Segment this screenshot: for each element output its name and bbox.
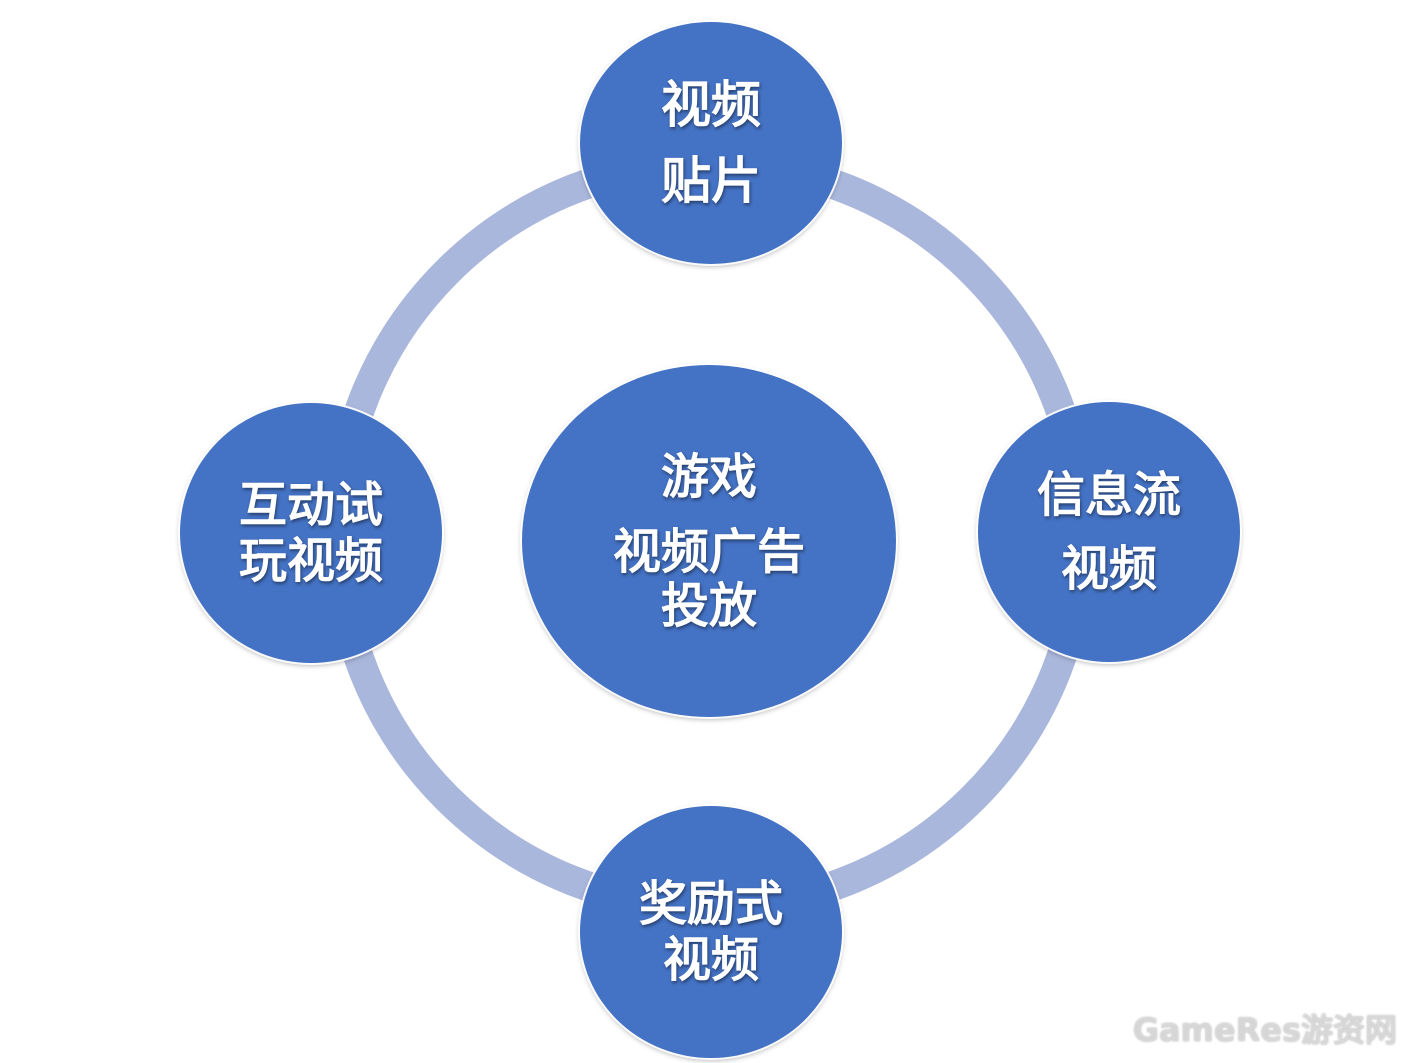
center-node: 游戏 视频广告 投放 <box>522 365 896 717</box>
center-node-line-1: 游戏 <box>660 449 757 505</box>
node-feed-video-line-2: 视频 <box>1060 541 1157 597</box>
node-rewarded-video-line-1: 奖励式 <box>638 876 783 932</box>
watermark-logo: GameRes游资网 <box>1132 1011 1397 1049</box>
center-node-line-3: 投放 <box>660 578 757 634</box>
node-feed-video-line-1: 信息流 <box>1036 467 1181 523</box>
node-rewarded-video-line-2: 视频 <box>662 932 759 988</box>
node-playable-video: 互动试 玩视频 <box>180 403 442 663</box>
node-rewarded-video: 奖励式 视频 <box>580 806 842 1058</box>
node-video-preroll: 视频 贴片 <box>580 22 842 264</box>
node-playable-video-line-2: 玩视频 <box>238 533 383 589</box>
node-feed-video: 信息流 视频 <box>978 402 1240 662</box>
node-video-preroll-line-2: 贴片 <box>661 152 761 210</box>
node-playable-video-line-1: 互动试 <box>238 477 383 533</box>
center-node-line-2: 视频广告 <box>612 524 805 580</box>
node-video-preroll-line-1: 视频 <box>661 76 761 134</box>
